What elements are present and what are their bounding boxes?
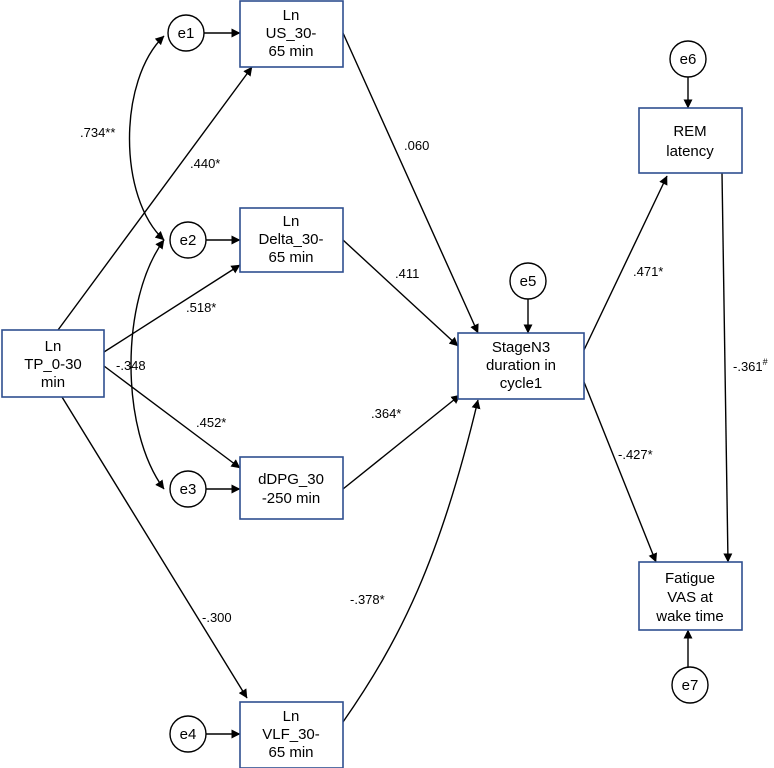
coef-vlf-n3: -.378* <box>350 592 385 607</box>
node-us-line3: 65 min <box>268 43 313 60</box>
coef-n3-fatigue: -.427* <box>618 447 653 462</box>
error-e4-label: e4 <box>180 726 197 743</box>
arrow-tp-dpg <box>103 365 241 469</box>
arrow-tp-delta <box>103 264 241 353</box>
coefficient-labels: .734** -.348 .440* .518* .452* -.300 .06… <box>80 125 768 625</box>
node-vlf-line2: VLF_30- <box>262 726 320 743</box>
arrow-vlf-n3 <box>342 399 481 723</box>
node-dpg: dDPG_30 -250 min <box>239 456 344 520</box>
error-e5-label: e5 <box>520 273 537 290</box>
arrow-tp-us <box>57 66 253 331</box>
node-delta-line1: Ln <box>283 213 300 230</box>
error-e3-label: e3 <box>180 481 197 498</box>
coef-rem-fatigue-superscript: # <box>763 357 768 367</box>
coef-cov-e2-e3: -.348 <box>116 358 146 373</box>
node-vlf-line3: 65 min <box>268 744 313 761</box>
error-e1-label: e1 <box>178 25 195 42</box>
error-e6: e6 <box>669 40 707 78</box>
node-n3: StageN3 duration in cycle1 <box>457 332 585 400</box>
node-delta-line3: 65 min <box>268 249 313 266</box>
coef-tp-vlf: -.300 <box>202 610 232 625</box>
node-fatigue-line3: wake time <box>655 608 724 625</box>
coef-rem-fatigue: -.361# <box>733 357 768 374</box>
node-vlf: Ln VLF_30- 65 min <box>239 701 344 768</box>
node-tp: Ln TP_0-30 min <box>1 329 105 398</box>
coef-tp-delta: .518* <box>186 300 216 315</box>
edges <box>57 28 733 739</box>
coef-rem-fatigue-value: -.361 <box>733 359 763 374</box>
node-dpg-line2: -250 min <box>262 490 320 507</box>
node-us: Ln US_30- 65 min <box>239 0 344 68</box>
node-tp-line1: Ln <box>45 338 62 355</box>
arrow-n3-fatigue <box>583 381 658 563</box>
node-tp-line3: min <box>41 374 65 391</box>
node-fatigue: Fatigue VAS at wake time <box>638 561 743 631</box>
node-rem-line2: latency <box>666 143 714 160</box>
arrow-dpg-n3 <box>342 394 461 490</box>
error-e7: e7 <box>671 666 709 704</box>
arrow-tp-vlf <box>61 396 248 699</box>
node-us-line1: Ln <box>283 7 300 24</box>
error-e4: e4 <box>169 715 207 753</box>
coef-us-n3: .060 <box>404 138 429 153</box>
node-n3-line1: StageN3 <box>492 339 550 356</box>
node-fatigue-line1: Fatigue <box>665 570 715 587</box>
node-rem: REM latency <box>638 107 743 174</box>
node-dpg-line1: dDPG_30 <box>258 471 324 488</box>
node-delta: Ln Delta_30- 65 min <box>239 207 344 273</box>
error-e2: e2 <box>169 221 207 259</box>
covariance-e1-e2 <box>128 35 165 241</box>
coef-dpg-n3: .364* <box>371 406 401 421</box>
node-rem-line1: REM <box>673 123 706 140</box>
covariance-e2-e3 <box>130 239 165 490</box>
coef-cov-e1-e2: .734** <box>80 125 115 140</box>
node-n3-line3: cycle1 <box>500 375 543 392</box>
error-e7-label: e7 <box>682 677 699 694</box>
coef-delta-n3: .411 <box>395 266 419 281</box>
arrow-us-n3 <box>342 32 479 334</box>
arrow-delta-n3 <box>342 239 459 347</box>
node-n3-line2: duration in <box>486 357 556 374</box>
node-tp-line2: TP_0-30 <box>24 356 82 373</box>
node-fatigue-line2: VAS at <box>667 589 713 606</box>
error-e1: e1 <box>167 14 205 52</box>
node-delta-line2: Delta_30- <box>258 231 323 248</box>
arrow-n3-rem <box>583 175 668 351</box>
coef-tp-dpg: .452* <box>196 415 226 430</box>
coef-tp-us: .440* <box>190 156 220 171</box>
node-us-line2: US_30- <box>266 25 317 42</box>
node-vlf-line1: Ln <box>283 708 300 725</box>
error-e3: e3 <box>169 470 207 508</box>
coef-n3-rem: .471* <box>633 264 663 279</box>
error-e6-label: e6 <box>680 51 697 68</box>
arrow-rem-fatigue <box>721 172 733 563</box>
error-e2-label: e2 <box>180 232 197 249</box>
error-e5: e5 <box>509 262 547 300</box>
